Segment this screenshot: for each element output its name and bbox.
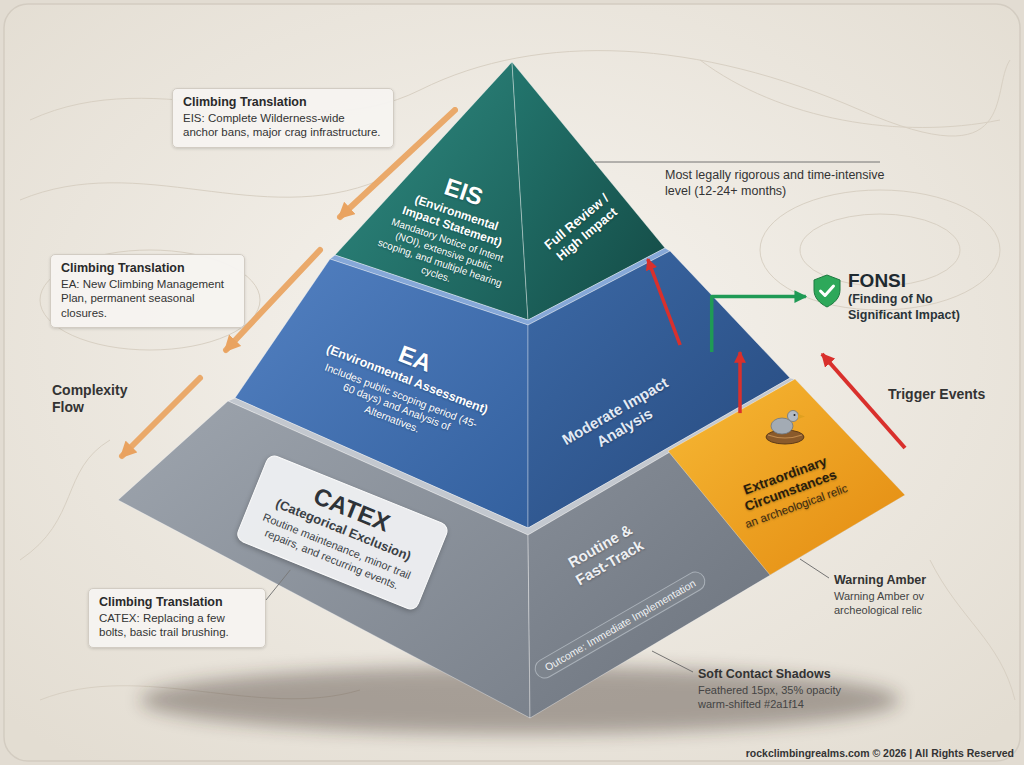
translation-box: Climbing TranslationCATEX: Replacing a f… [88,588,266,648]
catex-left-face [118,401,530,718]
flow-arrow [122,378,200,456]
topo-line [930,560,1015,700]
trigger-label: Trigger Events [888,386,985,402]
card-panel [4,4,1020,761]
bird-beak [798,414,805,419]
trigger-arrow [648,259,680,345]
box-body: EA: New Climbing Management Plan, perman… [61,277,234,320]
translation-box: Climbing TranslationEA: New Climbing Man… [50,254,245,328]
note-text: Most legally rigorous and time-intensive… [665,167,905,200]
catex-right-face [528,379,905,718]
complexity-arrows [122,110,455,456]
bird-eye [794,414,796,416]
callout-title: Warning Amber [834,573,926,587]
trigger-arrow [822,354,905,448]
flow-arrow [226,250,320,350]
nest-twig [768,435,802,438]
leader-line [266,570,290,600]
topo-line [20,440,110,560]
badge-subtitle: (Finding of No Significant Impact) [848,292,993,323]
badge-title: FONSI [848,270,993,292]
face-group [118,378,905,718]
topo-line [20,180,380,200]
shield-icon [812,274,842,308]
leader-line [800,559,829,578]
fonsi-arrow [712,297,806,353]
topo-line [40,250,260,350]
box-heading: Climbing Translation [183,95,383,109]
leader-line [652,651,693,672]
trigger-arrow [738,352,742,413]
watermark: rockclimbingrealms.com © 2026 | All Righ… [746,747,1014,759]
topo-line [700,60,1000,128]
box-body: CATEX: Replacing a few bolts, basic trai… [99,611,255,640]
leader-line [595,162,880,163]
box-heading: Climbing Translation [61,261,234,275]
callout-note: Warning Amber ov archeological relic [834,590,984,618]
box-heading: Climbing Translation [99,595,255,609]
check-mark [821,286,834,296]
fonsi-badge: FONSI(Finding of No Significant Impact) [808,268,993,325]
nest-bird-icon [766,411,805,445]
translation-box: Climbing TranslationEIS: Complete Wilder… [172,88,394,148]
flow-label: Complexity Flow [52,382,138,416]
box-body: EIS: Complete Wilderness-wide anchor ban… [183,111,383,140]
callout-note: Feathered 15px, 35% opacity warm-shifted… [698,684,863,712]
flow-arrow [340,110,455,217]
callout-title: Soft Contact Shadows [698,667,831,681]
shield-shape [814,275,840,307]
bird-head [788,411,799,422]
